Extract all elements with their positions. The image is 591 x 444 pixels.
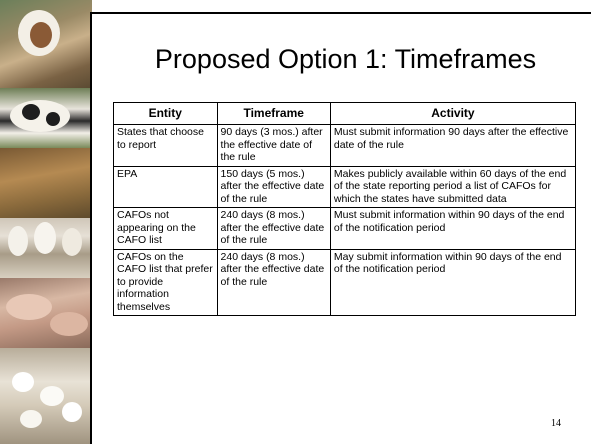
chicken-shape — [20, 410, 42, 428]
cell-activity: May submit information within 90 days of… — [329, 248, 577, 316]
table-row: CAFOs on the CAFO list that prefer to pr… — [113, 248, 577, 316]
cell-timeframe: 150 days (5 mos.) after the effective da… — [216, 165, 331, 208]
page-number: 14 — [551, 418, 561, 429]
cell-timeframe: 240 days (8 mos.) after the effective da… — [216, 207, 331, 250]
farm-animals-photo-strip — [0, 0, 92, 444]
timeframes-table: Entity Timeframe Activity States that ch… — [113, 102, 577, 316]
table-row: States that choose to report 90 days (3 … — [113, 124, 577, 167]
holstein-body-shape — [10, 100, 70, 132]
pig-shape — [6, 294, 52, 320]
side-divider — [90, 12, 92, 444]
chicken-shape — [62, 402, 82, 422]
cell-activity: Makes publicly available within 60 days … — [329, 165, 577, 208]
header-entity: Entity — [113, 102, 218, 125]
pig-shape — [50, 312, 88, 336]
cell-entity: CAFOs not appearing on the CAFO list — [113, 207, 218, 250]
header-timeframe: Timeframe — [216, 102, 331, 125]
slide-title: Proposed Option 1: Timeframes — [154, 44, 537, 74]
cattle-herd-photo — [0, 148, 92, 218]
cow-face-patch-shape — [30, 22, 52, 48]
table-row: CAFOs not appearing on the CAFO list 240… — [113, 207, 577, 250]
cell-timeframe: 240 days (8 mos.) after the effective da… — [216, 248, 331, 316]
header-activity: Activity — [329, 102, 577, 125]
cell-activity: Must submit information within 90 days o… — [329, 207, 577, 250]
cell-entity: CAFOs on the CAFO list that prefer to pr… — [113, 248, 218, 316]
cell-timeframe: 90 days (3 mos.) after the effective dat… — [216, 124, 331, 167]
turkey-shape — [62, 228, 82, 256]
holstein-spot-shape — [46, 112, 60, 126]
table-row: EPA 150 days (5 mos.) after the effectiv… — [113, 165, 577, 208]
chicken-shape — [40, 386, 64, 406]
cell-entity: States that choose to report — [113, 124, 218, 167]
turkey-shape — [8, 226, 28, 256]
chicken-shape — [12, 372, 34, 392]
table-header-row: Entity Timeframe Activity — [113, 102, 577, 125]
cell-entity: EPA — [113, 165, 218, 208]
cell-activity: Must submit information 90 days after th… — [329, 124, 577, 167]
turkey-shape — [34, 222, 56, 254]
holstein-spot-shape — [22, 104, 40, 120]
top-divider — [90, 12, 591, 14]
